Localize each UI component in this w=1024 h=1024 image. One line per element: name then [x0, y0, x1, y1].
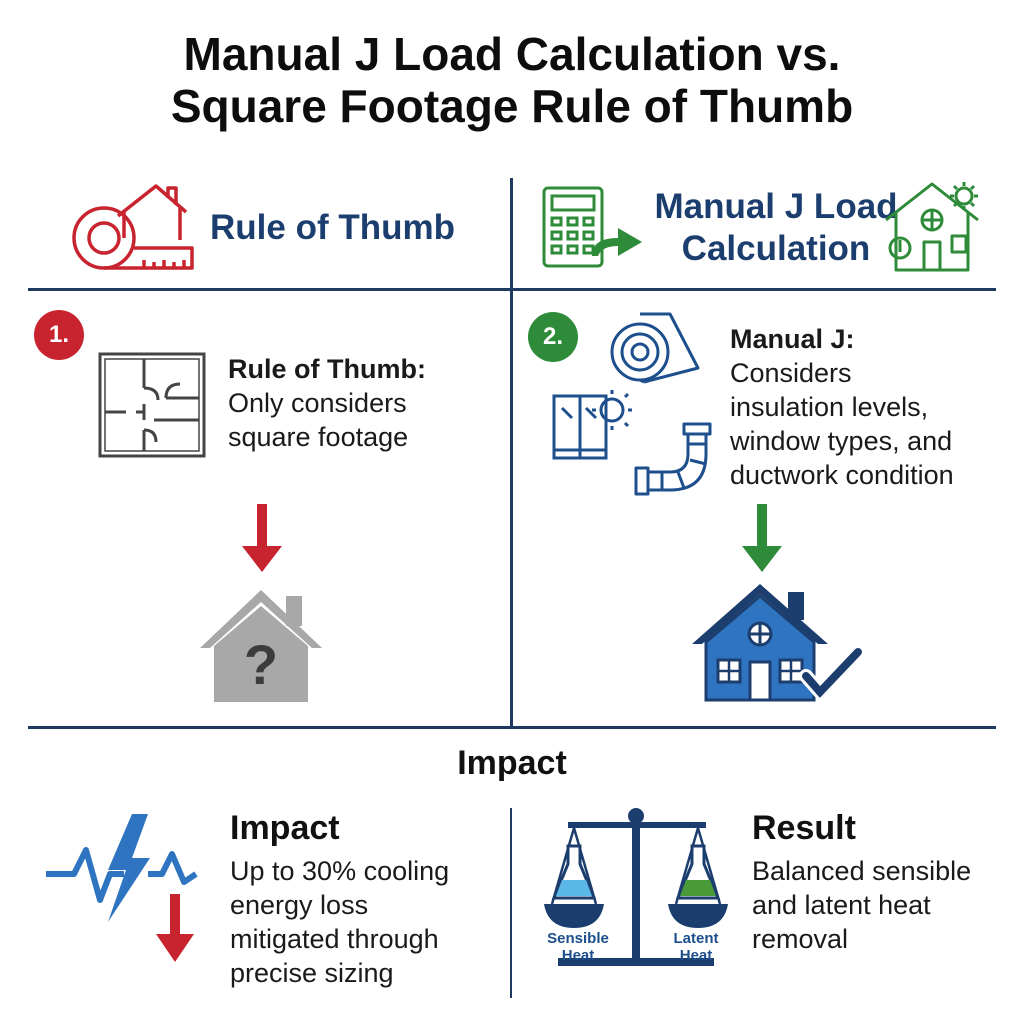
title-line-1: Manual J Load Calculation vs.: [183, 28, 841, 80]
result-description: Balanced sensible and latent heat remova…: [752, 856, 972, 954]
section-divider: [28, 726, 996, 729]
floor-plan-icon: [98, 352, 206, 458]
energy-loss-icon: [46, 814, 198, 962]
manual-j-header: Manual J Load Calculation: [654, 187, 898, 268]
page-title: Manual J Load Calculation vs. Square Foo…: [0, 28, 1024, 132]
title-line-2: Square Footage Rule of Thumb: [170, 80, 854, 132]
arrow-down-icon: [242, 504, 282, 572]
house-check-icon: [692, 584, 865, 703]
arrow-down-icon: [742, 504, 782, 572]
manual-j-description: Manual J: Considers insulation levels, w…: [730, 324, 954, 490]
step-2-badge: 2.: [528, 312, 578, 362]
balance-scale-icon: [544, 808, 728, 966]
latent-heat-label: Latent Heat: [673, 930, 719, 964]
calculator-icon: [542, 186, 604, 268]
duct-pipe-icon: [634, 422, 712, 496]
sensible-heat-label: Sensible Heat: [547, 930, 609, 964]
impact-title: Impact: [230, 809, 340, 847]
step-1-badge: 1.: [34, 310, 84, 360]
eco-house-icon: [885, 182, 979, 272]
tape-measure-house-icon: [72, 184, 194, 270]
window-sun-icon: [552, 390, 632, 460]
question-house-icon: ?: [200, 590, 322, 702]
svg-text:?: ?: [244, 633, 278, 696]
impact-divider: [510, 808, 512, 998]
impact-description: Up to 30% cooling energy loss mitigated …: [230, 856, 450, 988]
result-title: Result: [752, 809, 856, 847]
column-divider: [510, 178, 513, 726]
impact-section-header: Impact: [457, 744, 567, 782]
rule-of-thumb-description: Rule of Thumb: Only considers square foo…: [228, 354, 426, 452]
insulation-roll-icon: [610, 312, 700, 384]
header-divider: [28, 288, 996, 291]
arrow-right-icon: [592, 228, 642, 256]
rule-of-thumb-header: Rule of Thumb: [210, 208, 455, 247]
